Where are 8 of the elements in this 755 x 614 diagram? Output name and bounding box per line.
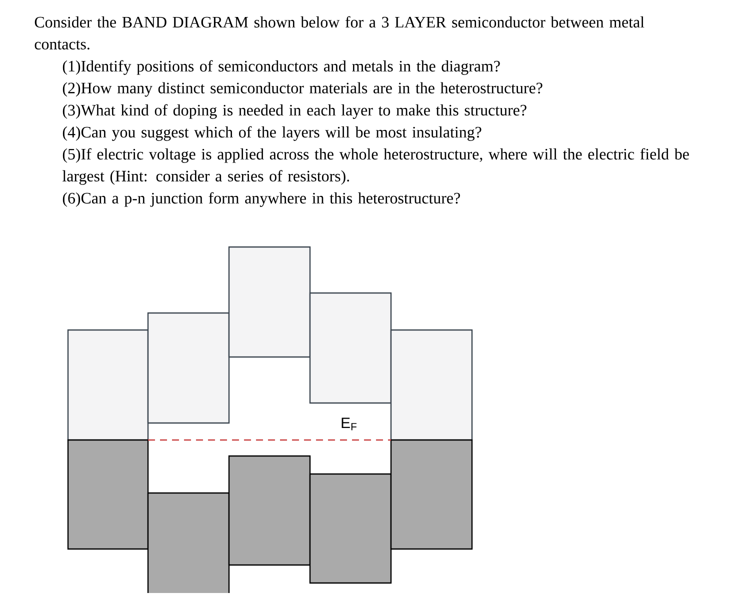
question-text: (2)How many distinct semiconductor materials are in the heterostructure? bbox=[62, 82, 542, 97]
question-text: (3)What kind of doping is needed in each layer to make this structure? bbox=[62, 104, 526, 119]
intro-text: Consider the BAND DIAGRAM shown below for a 3 LAYER semiconductor between metal contacts. bbox=[34, 16, 644, 50]
question-text: (4)Can you suggest which of the layers will be most insulating? bbox=[62, 126, 482, 141]
fermi-level-label: E$_{F}$ bbox=[342, 418, 357, 430]
question-text: (6)Can a p-n junction form anywhere in this heterostructure? bbox=[62, 192, 460, 207]
question-text: (5)If electric voltage is applied across the whole heterostructure, where will the electric field be largest (Hint: consider a series of resistors). bbox=[62, 148, 689, 185]
question-text: (1)Identify positions of semiconductors and metals in the diagram? bbox=[62, 60, 500, 75]
